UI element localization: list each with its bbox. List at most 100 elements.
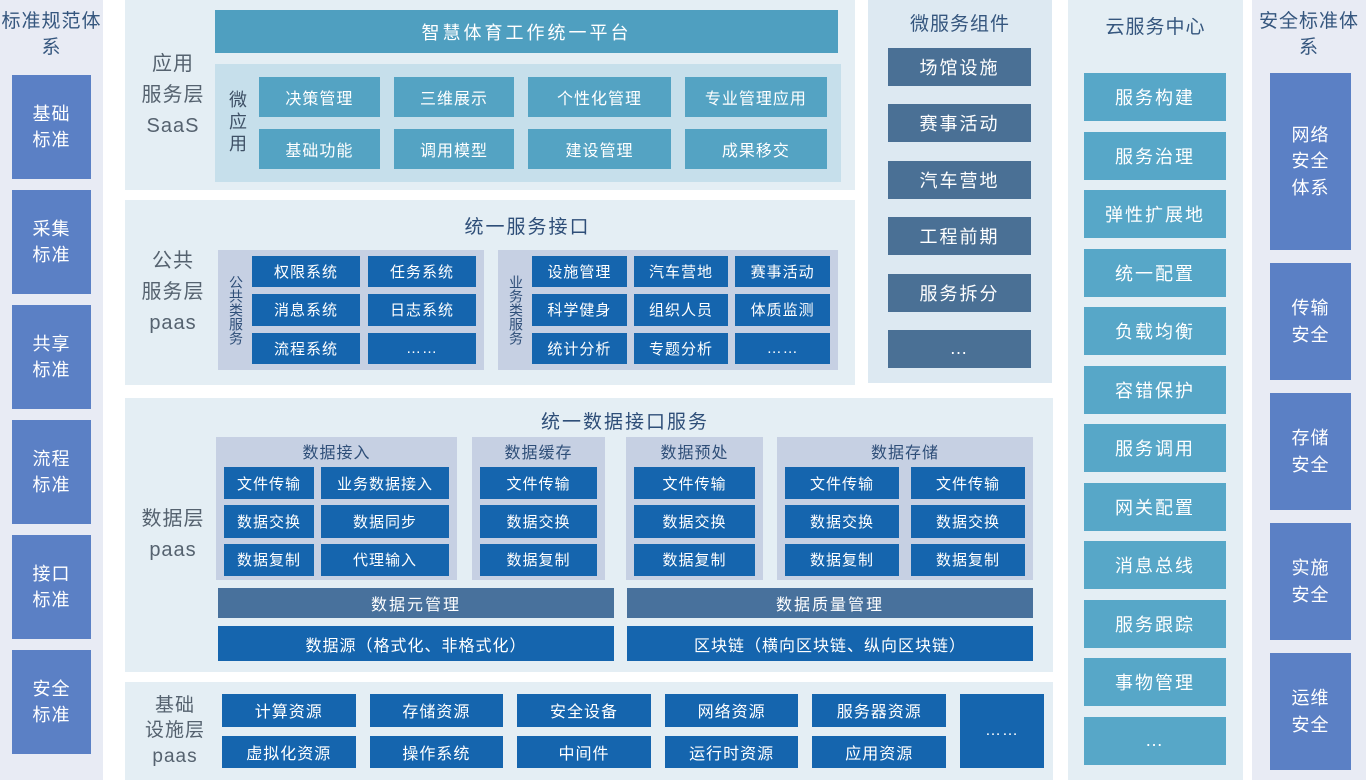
infra-grid: 计算资源 存储资源 安全设备 网络资源 服务器资源 …… 虚拟化资源 操作系统 … (222, 694, 1044, 768)
standard-item: 共享标准 (12, 305, 91, 409)
infra-item: 操作系统 (369, 735, 504, 768)
data-item: 数据交换 (911, 505, 1025, 538)
microservices-panel: 微服务组件 场馆设施 赛事活动 汽车营地 工程前期 服务拆分 … (868, 0, 1052, 383)
data-item: 数据复制 (634, 543, 755, 576)
infra-layer-label: 基础 设施层 paas (144, 694, 205, 767)
app-button: 建设管理 (528, 129, 671, 169)
group-title: 数据存储 (870, 445, 939, 462)
security-item: 存储安全 (1270, 393, 1351, 510)
service-item: …… (368, 332, 476, 364)
data-item: 数据复制 (911, 543, 1025, 576)
standards-list: 基础标准 采集标准 共享标准 流程标准 接口标准 安全标准 (12, 75, 91, 754)
blockchain-bar: 区块链（横向区块链、纵向区块链） (627, 626, 1033, 661)
service-item: …… (735, 332, 830, 364)
standard-item: 接口标准 (12, 535, 91, 639)
data-layer: 数据层 paas 统一数据接口服务 数据接入 文件传输 业务数据接入 数据交换 … (125, 398, 1053, 672)
cloud-item: 服务构建 (1084, 73, 1226, 121)
cloud-item: 消息总线 (1084, 541, 1226, 590)
app-button: 三维展示 (393, 77, 515, 117)
data-item: 文件传输 (634, 467, 755, 500)
cloud-item: 服务调用 (1084, 424, 1226, 473)
common-services-panel: 公共类服务 权限系统 任务系统 消息系统 日志系统 流程系统 …… (218, 250, 484, 370)
service-item: 组织人员 (633, 294, 729, 326)
standard-item: 安全标准 (12, 650, 91, 754)
service-item: 汽车营地 (633, 256, 729, 288)
data-item: 数据交换 (785, 505, 899, 538)
app-button: 调用模型 (393, 129, 515, 169)
infra-item: 计算资源 (222, 694, 356, 727)
service-item: 专题分析 (633, 332, 729, 364)
data-item: 数据交换 (224, 505, 314, 538)
infra-more: …… (960, 694, 1044, 768)
security-item: 实施安全 (1270, 523, 1351, 640)
infra-item: 安全设备 (517, 694, 651, 727)
data-item: 数据复制 (224, 543, 314, 576)
cloud-item: 统一配置 (1084, 248, 1226, 297)
data-item: 数据交换 (634, 505, 755, 538)
data-storage-group: 数据存储 文件传输 文件传输 数据交换 数据交换 数据复制 数据复制 (777, 437, 1033, 580)
infra-item: 存储资源 (369, 694, 504, 727)
security-list: 网络安全体系 传输安全 存储安全 实施安全 运维安全 (1270, 73, 1351, 770)
cloud-item: 服务跟踪 (1084, 599, 1226, 648)
common-services-grid: 权限系统 任务系统 消息系统 日志系统 流程系统 …… (252, 256, 476, 364)
business-services-label: 业务类服务 (508, 275, 524, 345)
group-title: 数据接入 (302, 445, 371, 462)
data-item: 文件传输 (224, 467, 314, 500)
infra-item: 运行时资源 (664, 735, 799, 768)
app-button: 决策管理 (259, 77, 380, 117)
app-button: 专业管理应用 (684, 77, 827, 117)
infra-item: 中间件 (517, 735, 651, 768)
data-source-bar: 数据源（格式化、非格式化） (218, 626, 614, 661)
data-item: 文件传输 (785, 467, 899, 500)
service-item: 任务系统 (368, 256, 476, 288)
public-service-layer: 公共 服务层 paas 统一服务接口 公共类服务 权限系统 任务系统 消息系统 … (125, 200, 855, 385)
microservice-item: 服务拆分 (888, 273, 1031, 312)
data-interface-header: 统一数据接口服务 (540, 412, 709, 433)
micro-app-container: 微应用 决策管理 三维展示 个性化管理 专业管理应用 基础功能 调用模型 建设管… (215, 64, 841, 182)
security-panel-title: 安全标准体系 (1258, 11, 1359, 58)
security-item: 传输安全 (1270, 263, 1351, 380)
infra-item: 虚拟化资源 (222, 735, 356, 768)
service-interface-header: 统一服务接口 (464, 217, 591, 238)
standard-item: 基础标准 (12, 75, 91, 179)
data-layer-label: 数据层 paas (141, 508, 205, 561)
security-item: 网络安全体系 (1270, 73, 1351, 250)
cloud-more: … (1084, 716, 1226, 765)
infra-item: 服务器资源 (812, 694, 946, 727)
meta-management-bar: 数据元管理 (218, 588, 614, 618)
data-item: 数据交换 (480, 505, 597, 538)
data-preprocess-group: 数据预处 文件传输 数据交换 数据复制 (626, 437, 763, 580)
business-services-panel: 业务类服务 设施管理 汽车营地 赛事活动 科学健身 组织人员 体质监测 统计分析… (498, 250, 838, 370)
service-item: 统计分析 (532, 332, 627, 364)
service-item: 设施管理 (532, 256, 627, 288)
cloud-center-list: 服务构建 服务治理 弹性扩展地 统一配置 负载均衡 容错保护 服务调用 网关配置… (1084, 73, 1226, 765)
microservice-item: 汽车营地 (888, 160, 1031, 199)
cloud-item: 事物管理 (1084, 658, 1226, 707)
micro-app-grid: 决策管理 三维展示 个性化管理 专业管理应用 基础功能 调用模型 建设管理 成果… (259, 64, 841, 182)
infra-item: 网络资源 (664, 694, 799, 727)
micro-app-label: 微应用 (227, 90, 247, 156)
infra-item: 应用资源 (812, 735, 946, 768)
cloud-center-title: 云服务中心 (1105, 17, 1206, 38)
data-item: 数据复制 (480, 543, 597, 576)
service-item: 消息系统 (252, 294, 360, 326)
service-item: 权限系统 (252, 256, 360, 288)
group-title: 数据预处 (660, 445, 729, 462)
microservice-more: … (888, 329, 1031, 368)
cloud-item: 容错保护 (1084, 365, 1226, 414)
cloud-item: 负载均衡 (1084, 307, 1226, 356)
data-access-group: 数据接入 文件传输 业务数据接入 数据交换 数据同步 数据复制 代理输入 (216, 437, 457, 580)
cloud-item: 网关配置 (1084, 482, 1226, 531)
standards-panel-title: 标准规范体系 (1, 11, 102, 58)
microservice-item: 赛事活动 (888, 104, 1031, 143)
app-layer-label: 应用 服务层 SaaS (141, 52, 205, 137)
public-layer-label: 公共 服务层 paas (141, 250, 205, 334)
standards-panel: 标准规范体系 基础标准 采集标准 共享标准 流程标准 接口标准 安全标准 (0, 0, 103, 780)
security-item: 运维安全 (1270, 653, 1351, 770)
quality-management-bar: 数据质量管理 (627, 588, 1033, 618)
service-item: 体质监测 (735, 294, 830, 326)
service-item: 日志系统 (368, 294, 476, 326)
app-button: 个性化管理 (528, 77, 671, 117)
data-item: 文件传输 (911, 467, 1025, 500)
microservices-title: 微服务组件 (909, 14, 1010, 35)
